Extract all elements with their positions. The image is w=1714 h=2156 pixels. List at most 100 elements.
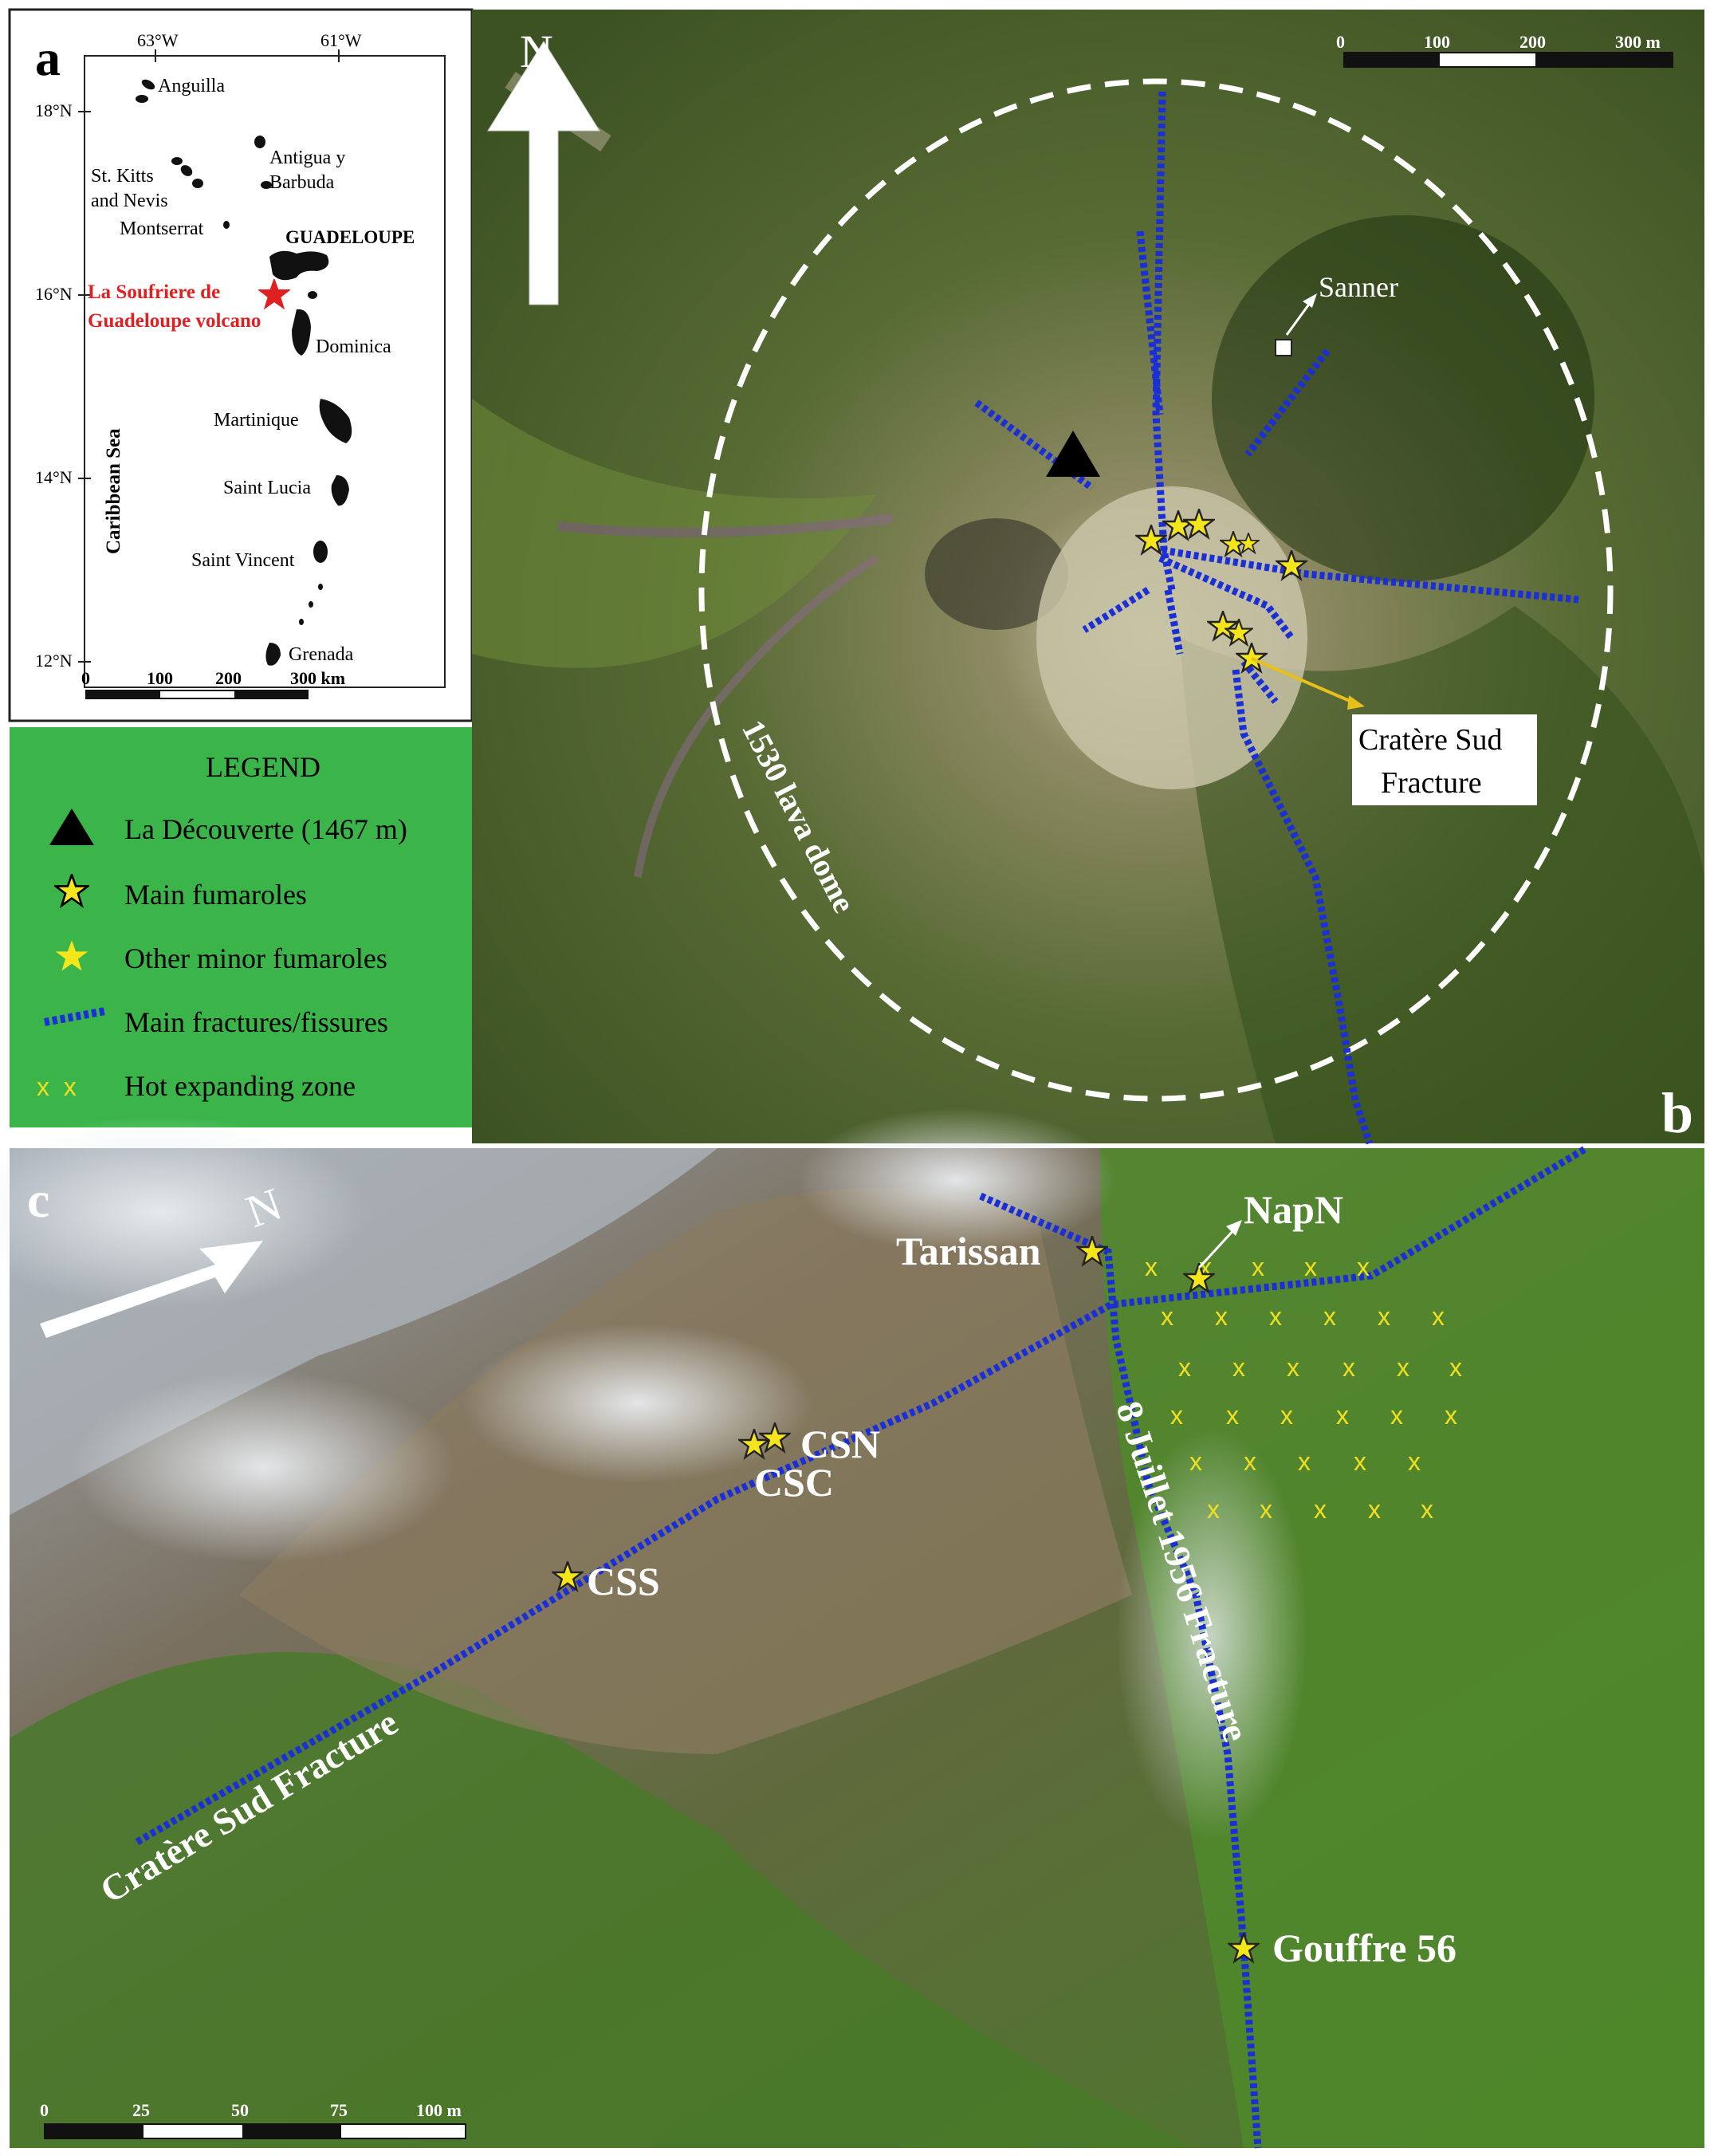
hot-expanding-zone: x x x x x x x x x x x x x x x x x x x x … [1145, 1253, 1462, 1524]
hot-zone-x-icon: x [1178, 1353, 1191, 1382]
panel-a-ticks [78, 49, 340, 663]
panel-a-inset-map: a 63°W 61°W 18°N 16°N 14°N 12°N [8, 8, 474, 722]
legend-title: LEGEND [206, 751, 320, 783]
scale-b-200: 200 [1519, 32, 1546, 52]
hot-zone-x-icon: x [1244, 1447, 1256, 1476]
steam-plume-north [797, 1108, 1116, 1252]
label-anguilla: Anguilla [158, 76, 225, 96]
scale-a-300km: 300 km [290, 668, 345, 688]
panel-b-aerial-map: Sanner Cratère Sud Fracture 1530 lava do… [472, 10, 1704, 1145]
label-antigua-1: Antigua y [269, 148, 345, 168]
black-triangle-icon [49, 808, 94, 845]
panel-c-scale-bar: 0 25 50 75 100 m [40, 2100, 466, 2139]
hot-zone-x-icon: x [1232, 1353, 1245, 1382]
label-dominica: Dominica [316, 336, 391, 357]
legend-label-minor-fumaroles: Other minor fumaroles [124, 942, 387, 974]
hot-zone-x-icon: x [1343, 1353, 1355, 1382]
panel-a-frame [8, 8, 474, 722]
panel-b-letter: b [1661, 1081, 1693, 1145]
label-grenada: Grenada [289, 644, 354, 665]
napn-arrowhead-icon [1226, 1220, 1242, 1236]
sanner-arrowhead-icon [1303, 293, 1317, 308]
panel-c-letter: c [27, 1171, 49, 1228]
fracture-cratere-sud-b [1232, 669, 1374, 1145]
scale-b-0: 0 [1336, 32, 1345, 52]
label-cratere-sud-1: Cratère Sud [1358, 723, 1502, 757]
panel-a-letter: a [35, 30, 61, 86]
north-label-b: N [520, 26, 553, 77]
label-stkitts-1: St. Kitts [91, 166, 154, 187]
scale-c-0: 0 [40, 2100, 49, 2120]
panel-c-terrain [0, 1108, 1704, 2148]
legend-background [10, 727, 472, 1127]
label-saint-lucia: Saint Lucia [223, 478, 311, 498]
la-decouverte-triangle-icon [1046, 431, 1100, 477]
fracture-east [1162, 546, 1579, 604]
cratere-sud-pointer [1251, 657, 1356, 705]
island-shapes [136, 79, 352, 666]
hot-zone-x-icon: x x [37, 1072, 77, 1101]
scale-a-0: 0 [81, 668, 90, 688]
panel-c-fractures [135, 1145, 1589, 2149]
panel-b-scale-bar: 0 100 200 300 m [1336, 32, 1673, 68]
lat-label-14n: 14°N [35, 467, 73, 487]
north-arrow-icon [487, 41, 600, 305]
panel-c-aerial-photo: x x x x x x x x x x x x x x x x x x x x … [0, 1108, 1704, 2149]
steam-plume-csn [462, 1324, 813, 1483]
legend-box: LEGEND La Découverte (1467 m) Main fumar… [10, 727, 472, 1127]
panel-a-map-border [84, 55, 446, 688]
label-saint-vincent: Saint Vincent [191, 550, 295, 571]
hot-zone-x-icon: x [1304, 1253, 1317, 1281]
fracture-cratere-sud-c [135, 1145, 1589, 1845]
lon-label-63w: 63°W [137, 30, 179, 50]
hot-zone-x-icon: x [1161, 1302, 1173, 1331]
hot-zone-x-icon: x [1170, 1401, 1183, 1430]
scale-c-75: 75 [330, 2100, 348, 2120]
legend-label-decouverte: La Découverte (1467 m) [124, 813, 407, 845]
fracture-southeast [1158, 554, 1295, 640]
label-guadeloupe: GUADELOUPE [285, 227, 415, 247]
scale-c-50: 50 [231, 2100, 249, 2120]
hot-zone-x-icon: x [1354, 1447, 1366, 1476]
hot-zone-x-icon: x [1357, 1253, 1370, 1281]
fracture-north-secondary [1136, 230, 1164, 415]
hot-zone-x-icon: x [1314, 1495, 1327, 1524]
hot-zone-x-icon: x [1287, 1353, 1299, 1382]
cratere-sud-arrowhead-icon [1347, 695, 1365, 710]
fracture-south-short [1164, 589, 1184, 655]
hot-zone-x-icon: x [1323, 1302, 1336, 1331]
label-montserrat: Montserrat [120, 218, 204, 239]
napn-arrow [1197, 1226, 1237, 1269]
hot-zone-x-icon: x [1145, 1253, 1158, 1281]
hot-zone-x-icon: x [1408, 1447, 1421, 1476]
hot-zone-x-icon: x [1336, 1401, 1349, 1430]
cratere-sud-label-box [1352, 714, 1537, 805]
hot-zone-x-icon: x [1421, 1495, 1433, 1524]
north-arrow-c-icon [40, 1241, 263, 1338]
fracture-sanner [1244, 348, 1331, 457]
hot-zone-x-icon: x [1260, 1495, 1272, 1524]
scale-c-100m: 100 m [416, 2100, 462, 2120]
cloud-west [0, 1116, 367, 1308]
fracture-line-icon [44, 1007, 106, 1026]
legend-label-fractures: Main fractures/fissures [124, 1006, 388, 1038]
label-volcano-2: Guadeloupe volcano [88, 310, 261, 332]
sanner-square-icon [1275, 339, 1292, 356]
lon-label-61w: 61°W [320, 30, 362, 50]
hot-zone-x-icon: x [1207, 1495, 1220, 1524]
lava-dome-boundary [698, 78, 1614, 1102]
label-antigua-2: Barbuda [269, 172, 335, 193]
scale-c-25: 25 [132, 2100, 150, 2120]
label-gouffre-56: Gouffre 56 [1272, 1926, 1457, 1970]
legend-label-main-fumaroles: Main fumaroles [124, 879, 307, 911]
panel-a-scale-bar: 0 100 200 300 km [81, 668, 345, 699]
label-martinique: Martinique [214, 410, 299, 431]
hot-zone-x-icon: x [1397, 1353, 1409, 1382]
label-stkitts-2: and Nevis [91, 191, 168, 211]
steam-plume-gouffre [1116, 1427, 1307, 1842]
hot-zone-x-icon: x [1269, 1302, 1282, 1331]
scale-a-200: 200 [215, 668, 242, 688]
hot-zone-x-icon: x [1378, 1302, 1390, 1331]
fracture-southwest [1082, 587, 1150, 633]
